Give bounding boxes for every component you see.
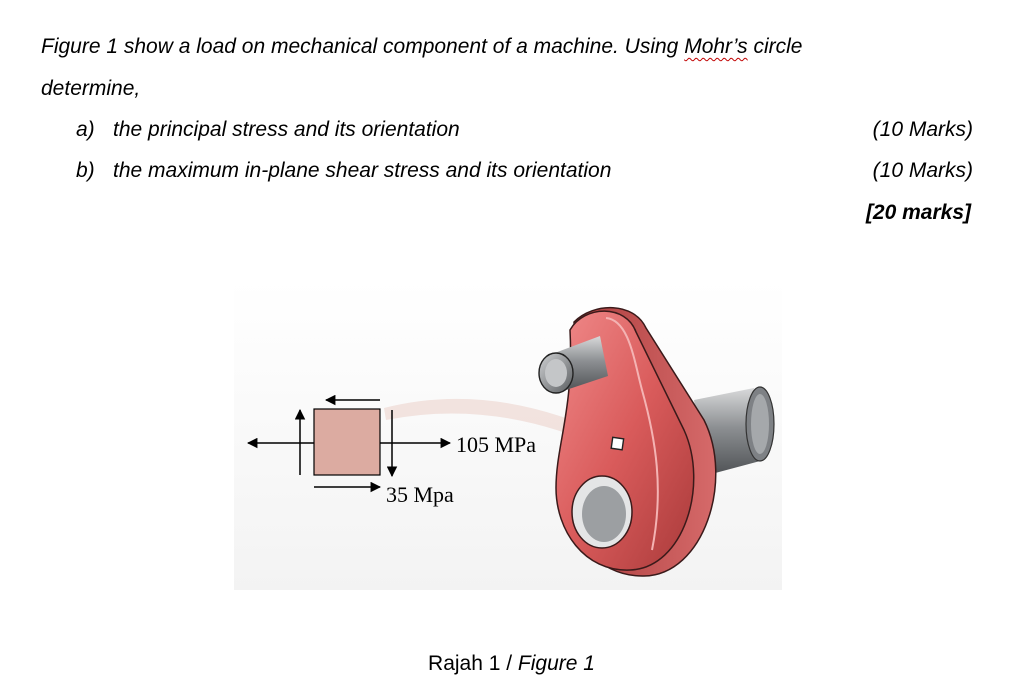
connection-band bbox=[384, 398, 614, 450]
question-intro-part2: circle bbox=[747, 35, 803, 58]
item-b-text: the maximum in-plane shear stress and it… bbox=[113, 159, 612, 182]
question-intro-mohr: Mohr’s bbox=[684, 35, 748, 58]
question-intro-line2: determine, bbox=[41, 77, 141, 100]
item-b-label: b) bbox=[76, 159, 95, 182]
caption-english: Figure 1 bbox=[517, 652, 595, 675]
item-b-marks: (10 Marks) bbox=[872, 159, 973, 182]
normal-stress-label: 105 MPa bbox=[456, 432, 536, 457]
caption-malay: Rajah 1 / bbox=[428, 652, 518, 675]
stress-element: 105 MPa 35 Mpa bbox=[246, 394, 536, 507]
item-a-marks: (10 Marks) bbox=[872, 118, 973, 141]
pin bbox=[538, 336, 608, 394]
figure-caption: Rajah 1 / Figure 1 bbox=[0, 651, 1023, 677]
question-intro-line1: Figure 1 show a load on mechanical compo… bbox=[41, 34, 802, 60]
total-marks: [20 marks] bbox=[865, 201, 971, 224]
item-a-text: the principal stress and its orientation bbox=[113, 118, 460, 141]
item-a-label: a) bbox=[76, 118, 95, 141]
stress-element-square bbox=[313, 408, 381, 476]
figure-1: 105 MPa 35 Mpa bbox=[234, 280, 782, 590]
question-intro-part1: Figure 1 show a load on mechanical compo… bbox=[41, 35, 685, 58]
shear-stress-label: 35 Mpa bbox=[386, 482, 454, 507]
